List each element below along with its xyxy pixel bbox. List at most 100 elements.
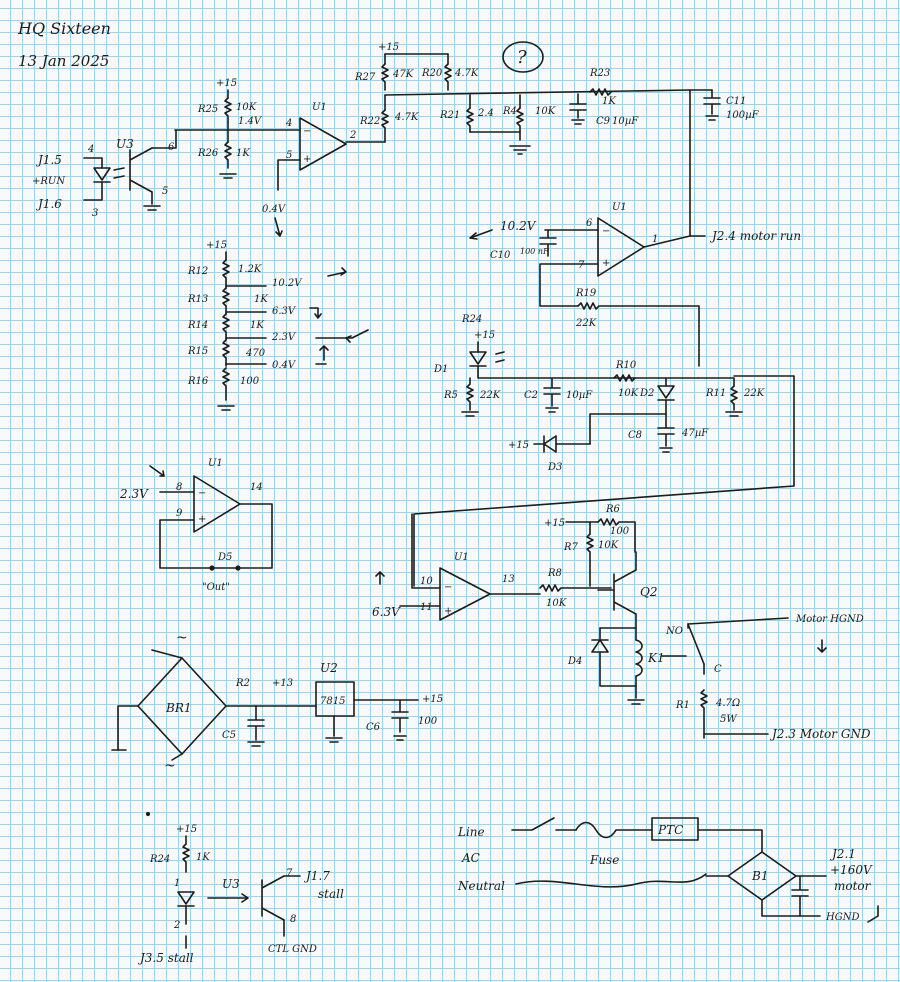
no-label: NO [665,626,683,637]
r16-label: R16 [187,376,209,387]
arrow [149,465,165,477]
svg-text:+: + [198,514,206,525]
r25-value: 10K [236,102,257,113]
pin5-label: 5 [286,150,292,161]
r19-resistor [577,302,700,367]
d1-diode [469,351,487,367]
q2-transistor [613,551,637,629]
r22-resistor [381,109,389,143]
gnd-symbol [393,735,407,741]
r14-value: 1K [250,320,264,331]
c8-label: C8 [628,430,642,441]
c6-capacitor [391,699,409,733]
motor-label: motor [834,879,872,893]
r7-label: R7 [563,542,579,553]
r14-resistor [222,313,230,341]
r10-resistor [613,374,636,382]
r8-resistor [539,584,612,592]
br1-label: BR1 [165,701,192,715]
stall-label: stall [318,887,344,901]
opto-arrow [207,893,249,903]
plus15-label: +15 [378,42,399,53]
r21-resistor [466,107,474,133]
r19-value: 22K [575,318,597,329]
c9-value: 10µF [612,116,639,127]
fuse-label: Fuse [589,853,619,867]
r13-resistor [222,287,230,315]
v23-label: 2.3V [271,332,297,343]
stall-transistor [261,875,285,921]
pin13-label: 13 [502,574,515,585]
r25-resistor [224,97,232,123]
c9-label: C9 [596,116,611,127]
r5-resistor [466,377,474,411]
r20-value: 4.7K [454,68,479,79]
u1-opamp-a [299,117,347,171]
bulk-capacitor [791,875,821,917]
r8-label: R8 [547,568,562,579]
r12-value: 1.2K [238,264,262,275]
r24-label: R24 [461,314,482,325]
r6-label: R6 [605,504,621,515]
plus15-label: +15 [206,240,227,251]
v04-label: 0.4V [262,204,287,215]
r27-resistor [381,63,389,91]
pin1-label: 1 [652,234,658,245]
c9-capacitor [569,103,587,119]
plus15-label: +15 [508,440,529,451]
c8-value: 47µF [681,428,709,439]
r5-value: 22K [479,390,501,401]
j23-label: J2.3 Motor GND [769,727,871,741]
v160-label: +160V [830,863,873,877]
u1-label: U1 [208,458,223,469]
k1-coil [635,639,643,687]
r1-watt: 5W [720,714,737,725]
u3-label: U3 [222,877,240,891]
power-supply: BR1 ~ ~ R2 +13 C5 U2 7815 +15 C6 100 [111,630,443,774]
r21-label: R21 [439,110,460,121]
v63-label: 6.3V [372,605,401,619]
comparator-d5: 2.3V U1 8 9 14 − + D5 "Out" [119,458,273,593]
pin7-label: 7 [578,260,585,271]
pin4-label: 4 [285,118,292,129]
r15-label: R15 [187,346,208,357]
sheet-title: HQ Sixteen [17,19,111,38]
c11-capacitor [703,89,721,115]
r12-resistor [222,259,230,289]
plus15-label: +15 [422,694,443,705]
r6-resistor [597,518,636,553]
u2-label: U2 [320,661,338,675]
r14-label: R14 [187,320,208,331]
r4-label: R4 [502,106,517,117]
u1-label: U1 [312,102,327,113]
u2-part: 7815 [320,696,345,707]
r7-resistor [586,533,594,587]
svg-text:−: − [602,226,610,237]
r1-label: R1 [675,700,690,711]
v04-label: 0.4V [272,360,297,371]
v102-label: 10.2V [272,278,303,289]
k1-label: K1 [647,651,665,665]
pin7-label: 7 [286,868,293,879]
arrow [327,267,347,277]
c5-capacitor [247,705,265,741]
pin8-label: 8 [176,482,182,493]
r4-resistor [516,107,524,141]
r11-value: 22K [743,388,765,399]
gnd-symbol [725,411,743,417]
c10-label: C10 [490,250,511,261]
j21-label: J2.1 [829,847,856,861]
r11-resistor [730,385,738,411]
plus13-label: +13 [272,678,293,689]
r7-value: 10K [598,540,619,551]
j35-label: J3.5 stall [137,951,194,965]
r10-label: R10 [615,360,637,371]
r15-value: 470 [245,348,266,359]
run-label: +RUN [32,176,66,187]
gnd-symbol [325,737,343,743]
sheet-date: 13 Jan 2025 [18,52,109,70]
r2-label: R2 [235,678,250,689]
arrow [375,571,385,585]
r24-resistor [182,843,190,873]
u1-label: U1 [612,202,627,213]
